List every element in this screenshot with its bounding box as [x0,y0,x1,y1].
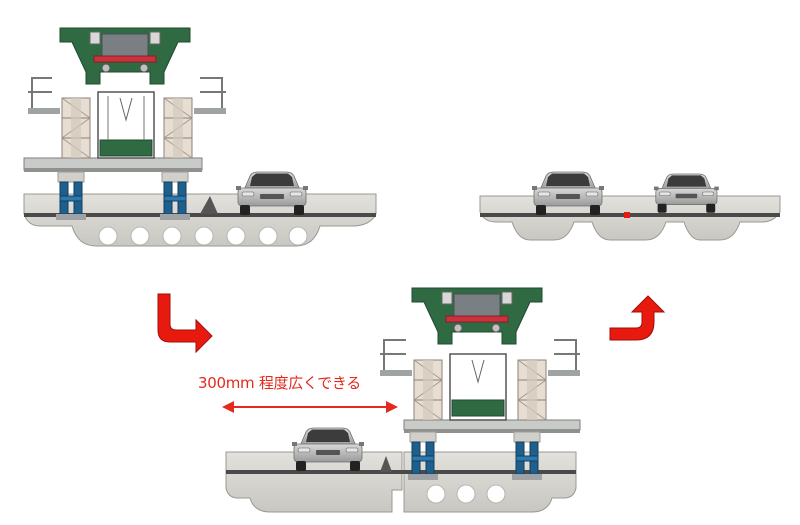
width-increase-note: 300mm 程度広くできる [198,374,361,392]
gantry-crane-2 [411,287,543,345]
median-barrier [200,196,218,214]
gantry-crane [59,27,191,85]
support-tower-left-2 [413,359,443,421]
support-tower-right [163,97,193,159]
side-railing [28,77,226,110]
arrow-down-right-icon [157,293,213,354]
stage-1-before [23,27,377,247]
stage-2-during [225,287,581,513]
stage-3-after [479,171,781,241]
arrow-up-right-icon [609,295,666,341]
joint-marker [624,212,630,218]
double-arrow-icon [222,401,398,413]
girder-voids-2 [426,484,506,504]
girder-voids [98,226,308,246]
lifting-cage [97,91,155,159]
support-tower-left [61,97,91,159]
support-tower-right-2 [517,359,547,421]
